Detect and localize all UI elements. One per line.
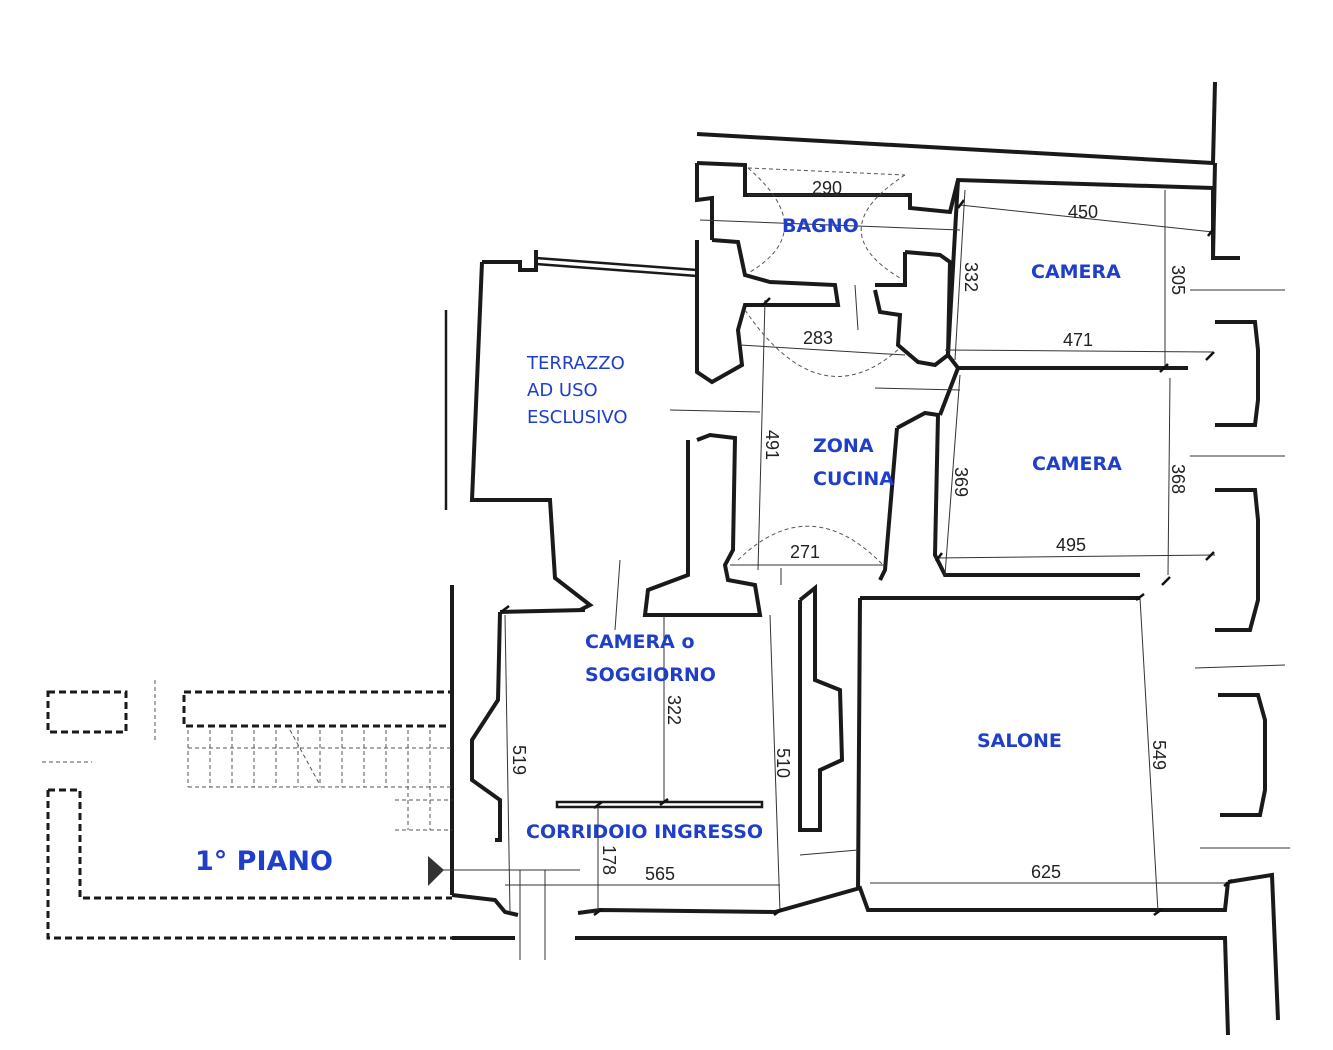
stairs: [187, 729, 452, 831]
room-zona-cucina-label-2: CUCINA: [813, 468, 894, 490]
room-terrazzo-label-2: AD USO: [527, 380, 598, 401]
entrance-arrow-icon: [428, 856, 520, 886]
dim-178: 178: [599, 845, 619, 875]
dim-305: 305: [1168, 265, 1188, 295]
dim-332: 332: [961, 262, 981, 292]
dimension-labels: 290 450 283 471 271 495 565 625 332 305 …: [509, 178, 1188, 884]
room-camera-soggiorno-label-2: SOGGIORNO: [585, 664, 716, 686]
dim-565: 565: [645, 864, 675, 884]
dim-471: 471: [1063, 330, 1093, 350]
dim-625: 625: [1031, 862, 1061, 882]
dim-290: 290: [812, 178, 842, 198]
room-salone-label: SALONE: [977, 730, 1062, 752]
room-camera-soggiorno-label-1: CAMERA o: [585, 631, 695, 653]
dim-491: 491: [762, 430, 782, 460]
dim-283: 283: [803, 328, 833, 348]
room-terrazzo-label-1: TERRAZZO: [526, 353, 625, 374]
room-terrazzo-label-3: ESCLUSIVO: [527, 407, 628, 428]
dim-322: 322: [664, 695, 684, 725]
dim-549: 549: [1149, 740, 1169, 770]
room-bagno-label: BAGNO: [782, 215, 859, 237]
room-corridoio-label: CORRIDOIO INGRESSO: [526, 821, 763, 843]
room-zona-cucina-label-1: ZONA: [813, 435, 874, 457]
room-labels: BAGNO CAMERA CAMERA TERRAZZO AD USO ESCL…: [195, 215, 1122, 877]
door-swings: [737, 167, 906, 566]
dim-510: 510: [773, 748, 793, 778]
dim-519: 519: [509, 745, 529, 775]
room-camera-top-label: CAMERA: [1031, 261, 1121, 283]
floor-label: 1° PIANO: [195, 846, 333, 877]
dimension-lines: [490, 189, 1290, 960]
room-camera-mid-label: CAMERA: [1032, 453, 1122, 475]
dim-271: 271: [790, 542, 820, 562]
dim-368: 368: [1168, 464, 1188, 494]
dim-369: 369: [951, 467, 971, 497]
dim-495: 495: [1056, 535, 1086, 555]
dim-450: 450: [1068, 202, 1098, 222]
walls: [42, 81, 1280, 1036]
